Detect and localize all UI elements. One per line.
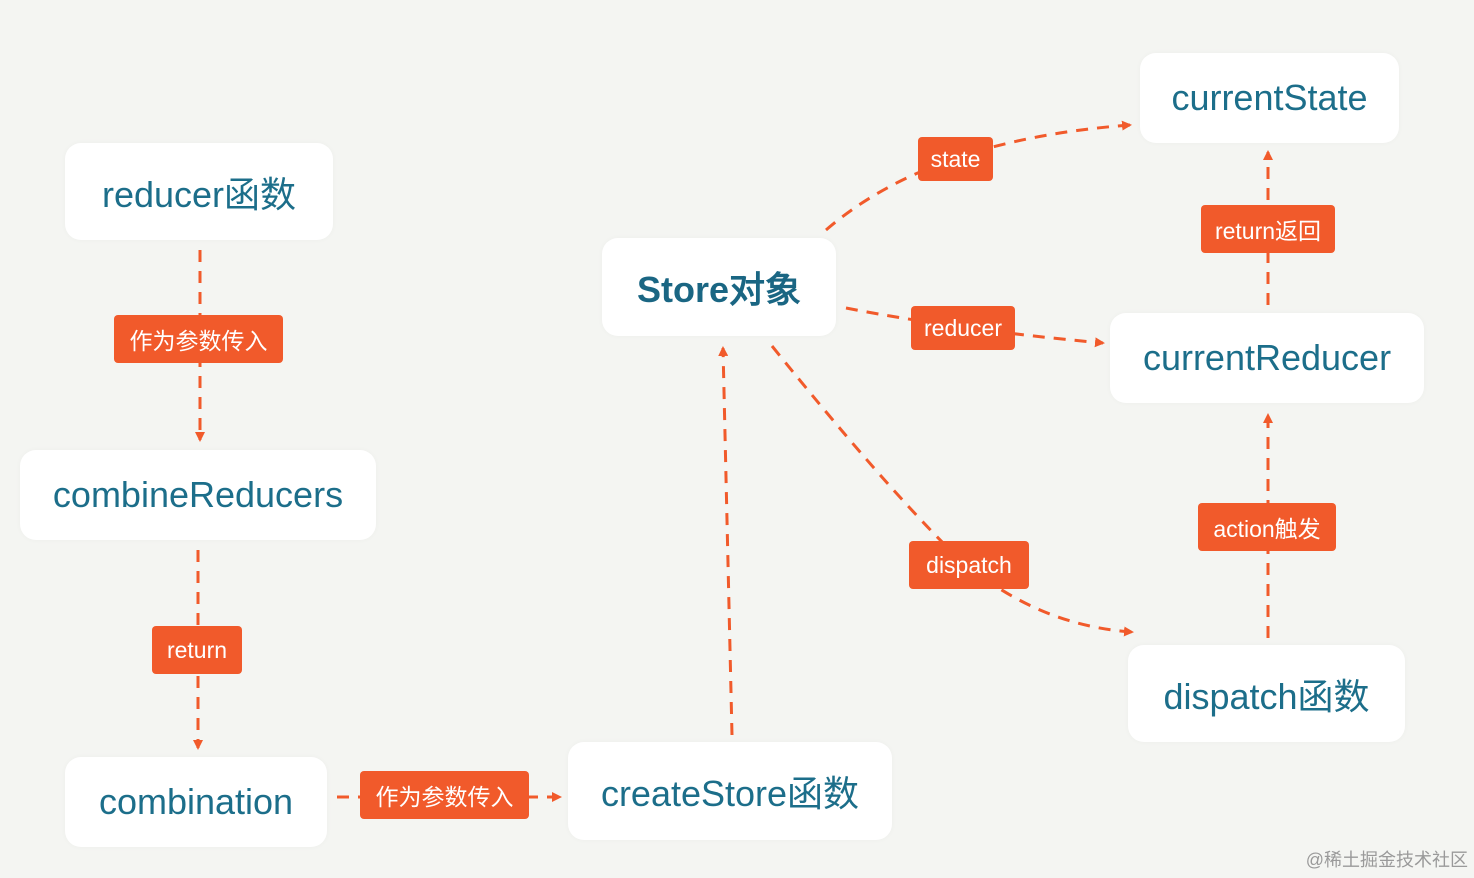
label-action-trigger: action触发 — [1198, 503, 1336, 551]
store-object-node: Store对象 — [602, 238, 836, 336]
create-store-node: createStore函数 — [568, 742, 892, 840]
label-return: return — [152, 626, 242, 674]
label-reducer: reducer — [911, 306, 1015, 350]
arrow-createstore-to-store — [718, 346, 734, 736]
watermark-text: @稀土掘金技术社区 — [1305, 850, 1468, 870]
label-pass-as-param-1: 作为参数传入 — [114, 315, 283, 363]
reducer-function-node: reducer函数 — [65, 143, 333, 240]
label-pass-as-param-2: 作为参数传入 — [360, 771, 529, 819]
label-state: state — [918, 137, 993, 181]
current-state-node: currentState — [1140, 53, 1399, 143]
current-reducer-node: currentReducer — [1110, 313, 1424, 403]
combination-node: combination — [65, 757, 327, 847]
label-return-back: return返回 — [1201, 205, 1335, 253]
arrow-store-to-currentreducer — [845, 306, 1105, 348]
arrow-store-to-dispatch — [770, 345, 1134, 637]
label-dispatch: dispatch — [909, 541, 1029, 589]
combine-reducers-node: combineReducers — [20, 450, 376, 540]
dispatch-function-node: dispatch函数 — [1128, 645, 1405, 742]
